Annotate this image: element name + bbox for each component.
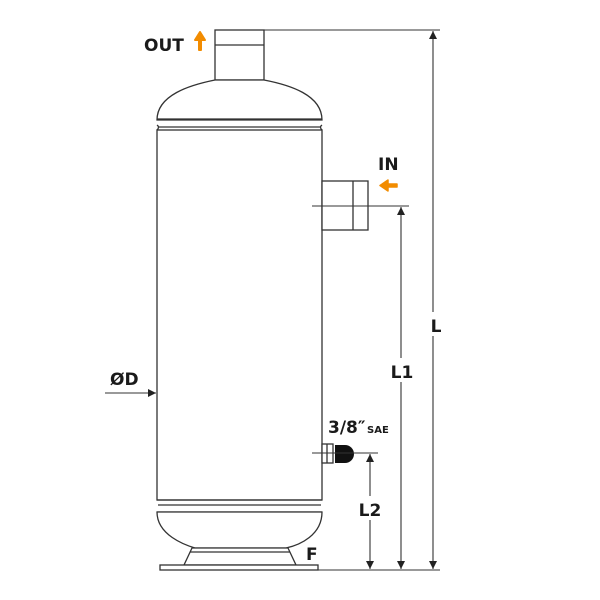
label-in: IN <box>378 155 399 175</box>
label-l1: L1 <box>391 363 414 383</box>
label-foot: F <box>306 545 318 565</box>
label-out: OUT <box>144 36 184 56</box>
outlet-pipe <box>214 29 265 81</box>
label-l2: L2 <box>359 501 382 521</box>
label-fitting-size: 3/8″ <box>328 418 366 438</box>
out-arrow-icon <box>194 31 206 51</box>
bottom-bands <box>157 499 322 513</box>
label-fitting-type: SAE <box>367 425 389 436</box>
in-arrow-icon <box>379 179 398 192</box>
label-diameter: ØD <box>110 370 139 390</box>
bottom-dome <box>156 511 323 549</box>
vessel-shell <box>156 129 323 501</box>
foot <box>159 547 319 571</box>
top-dome <box>156 79 323 121</box>
label-l: L <box>431 317 442 337</box>
